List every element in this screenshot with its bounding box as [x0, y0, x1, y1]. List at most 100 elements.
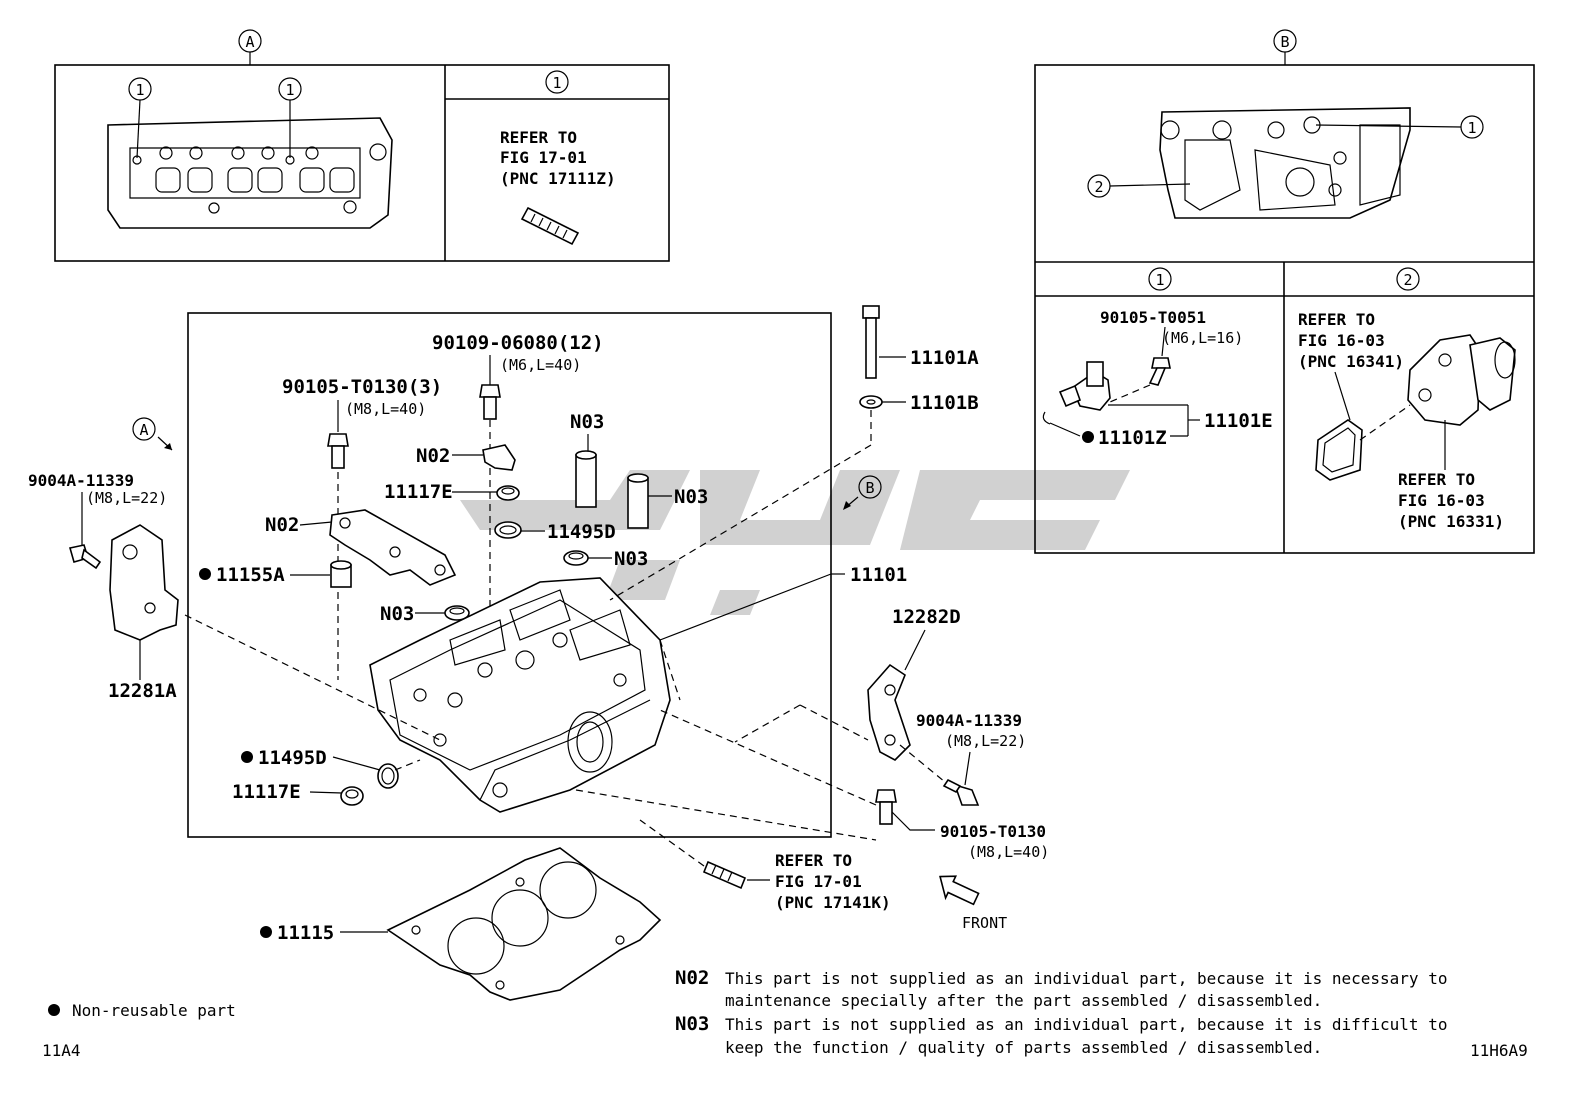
- part-11101: 11101: [850, 564, 907, 586]
- head-gasket-11115: [386, 847, 662, 1001]
- footer-left-code: 11A4: [42, 1041, 81, 1060]
- part-90109-06080: 90109-06080(12): [432, 332, 604, 354]
- stud-bolt-17141k: [702, 860, 747, 890]
- bracket-12281a: [109, 524, 179, 641]
- part-9004a-11339-left-spec: (M8,L=22): [86, 489, 167, 507]
- part-11155a: 11155A: [216, 564, 285, 586]
- bracket-12282d: [867, 663, 911, 761]
- part-9004a-11339-right-spec: (M8,L=22): [945, 732, 1026, 750]
- bolt-90105-t0130-3: [327, 433, 349, 469]
- bolt-90105-t0130: [875, 789, 897, 825]
- refer-16331-line2: FIG 16-03: [1398, 491, 1485, 510]
- detail-a-col-header: 1: [552, 74, 561, 92]
- bolt-90109-06080: [479, 384, 501, 420]
- bolt-11101a-group: 11101A 11101B: [609, 305, 979, 601]
- front-arrow-icon: [939, 875, 980, 906]
- non-reusable-dot-icon: [260, 926, 272, 938]
- refer-17111z-line1: REFER TO: [500, 128, 577, 147]
- non-reusable-dot-icon: [241, 751, 253, 763]
- dowel-pin-n03-top: [575, 450, 597, 508]
- part-11117e-top: 11117E: [384, 481, 453, 503]
- part-11117e-bottom: 11117E: [232, 781, 301, 803]
- non-reusable-dot-icon: [199, 568, 211, 580]
- part-90105-t0130-3: 90105-T0130(3): [282, 376, 442, 398]
- n03-label-mid: N03: [614, 548, 648, 570]
- detail-b-col2-header: 2: [1403, 271, 1412, 289]
- detail-b-marker: B: [1280, 33, 1289, 51]
- part-90105-t0051-spec: (M6,L=16): [1162, 329, 1243, 347]
- part-11495d-bottom: 11495D: [258, 747, 327, 769]
- view-marker-a: A: [139, 421, 148, 439]
- legend-n02-text-2: maintenance specially after the part ass…: [725, 991, 1322, 1010]
- part-11101b: 11101B: [910, 392, 979, 414]
- front-label: FRONT: [962, 914, 1007, 932]
- refer-16331-line3: (PNC 16331): [1398, 512, 1504, 531]
- refer-16341-line3: (PNC 16341): [1298, 352, 1404, 371]
- part-9004a-11339-right: 9004A-11339: [916, 711, 1022, 730]
- detail-b-callout-2: 2: [1094, 178, 1103, 196]
- dowel-ring-n03-mid: [563, 550, 589, 566]
- water-outlet-16331: [1407, 334, 1516, 426]
- part-12281a: 12281A: [108, 680, 177, 702]
- n03-label-lower: N03: [380, 603, 414, 625]
- part-9004a-11339-left: 9004A-11339: [28, 471, 134, 490]
- cylinder-head-end-sketch: [1159, 107, 1411, 219]
- legend-non-reusable-dot-icon: [48, 1004, 60, 1016]
- part-11101a: 11101A: [910, 347, 979, 369]
- part-11495d-top: 11495D: [547, 521, 616, 543]
- bolt-9004a-11339-left: [68, 544, 102, 570]
- detail-b-callout-1: 1: [1467, 119, 1476, 137]
- dowel-11155a: [330, 560, 352, 588]
- dowel-ring-n03-lower: [444, 605, 470, 621]
- refer-17141k-line1: REFER TO: [775, 851, 852, 870]
- plug-11117e-bottom: [340, 786, 364, 806]
- detail-b-panel: B 1 2 1 2 90105-T0051 (M6,L=16): [1034, 29, 1535, 554]
- cylinder-head-11101: [369, 577, 681, 813]
- refer-17111z-line3: (PNC 17111Z): [500, 169, 616, 188]
- detail-b-col1-header: 1: [1155, 271, 1164, 289]
- legend-n02-text-1: This part is not supplied as an individu…: [725, 969, 1447, 988]
- legend-n02-code: N02: [675, 967, 709, 989]
- detail-a-callout-1a: 1: [135, 81, 144, 99]
- refer-16331-line1: REFER TO: [1398, 470, 1475, 489]
- refer-17141k-line3: (PNC 17141K): [775, 893, 891, 912]
- view-marker-b: B: [865, 479, 874, 497]
- part-90105-t0130-spec: (M8,L=40): [968, 843, 1049, 861]
- stud-bolt-17111z: [520, 206, 580, 246]
- part-90109-06080-spec: (M6,L=40): [500, 356, 581, 374]
- part-11101e: 11101E: [1204, 410, 1273, 432]
- non-reusable-dot-icon: [1082, 431, 1094, 443]
- bolt-9004a-11339-right: [942, 778, 980, 806]
- refer-17141k-line2: FIG 17-01: [775, 872, 862, 891]
- plug-11117e-top: [496, 485, 520, 501]
- refer-16341-line1: REFER TO: [1298, 310, 1375, 329]
- n03-label-right: N03: [674, 486, 708, 508]
- o-ring-11495d-bottom: [377, 763, 399, 789]
- thermostat-gasket-16341: [1315, 419, 1363, 481]
- main-assembly-panel: 90109-06080(12) (M6,L=40) 90105-T0130(3)…: [187, 312, 907, 838]
- legend-n03-text-1: This part is not supplied as an individu…: [725, 1015, 1447, 1034]
- part-90105-t0130-3-spec: (M8,L=40): [345, 400, 426, 418]
- bracket-n02-top: [482, 444, 516, 471]
- cylinder-head-side-sketch: [107, 117, 393, 229]
- bracket-n02-left: [329, 509, 457, 586]
- camshaft-sensor-11101e: [1042, 361, 1111, 425]
- o-ring-11495d-top: [494, 521, 522, 539]
- part-90105-t0130: 90105-T0130: [940, 822, 1046, 841]
- legend-n03-code: N03: [675, 1013, 709, 1035]
- part-11101z: 11101Z: [1098, 427, 1167, 449]
- refer-17111z-line2: FIG 17-01: [500, 148, 587, 167]
- legend-n03-text-2: keep the function / quality of parts ass…: [725, 1038, 1322, 1057]
- part-11115: 11115: [277, 922, 334, 944]
- refer-16341-line2: FIG 16-03: [1298, 331, 1385, 350]
- detail-a-callout-1b: 1: [285, 81, 294, 99]
- detail-a-marker: A: [245, 33, 254, 51]
- detail-a-panel: A 1 1: [54, 29, 670, 262]
- legend-non-reusable-text: Non-reusable part: [72, 1001, 236, 1020]
- bolt-90105-t0051: [1148, 357, 1171, 386]
- n02-label-top: N02: [416, 445, 450, 467]
- part-90105-t0051: 90105-T0051: [1100, 308, 1206, 327]
- dowel-pin-n03-right: [627, 473, 649, 529]
- n02-label-left: N02: [265, 514, 299, 536]
